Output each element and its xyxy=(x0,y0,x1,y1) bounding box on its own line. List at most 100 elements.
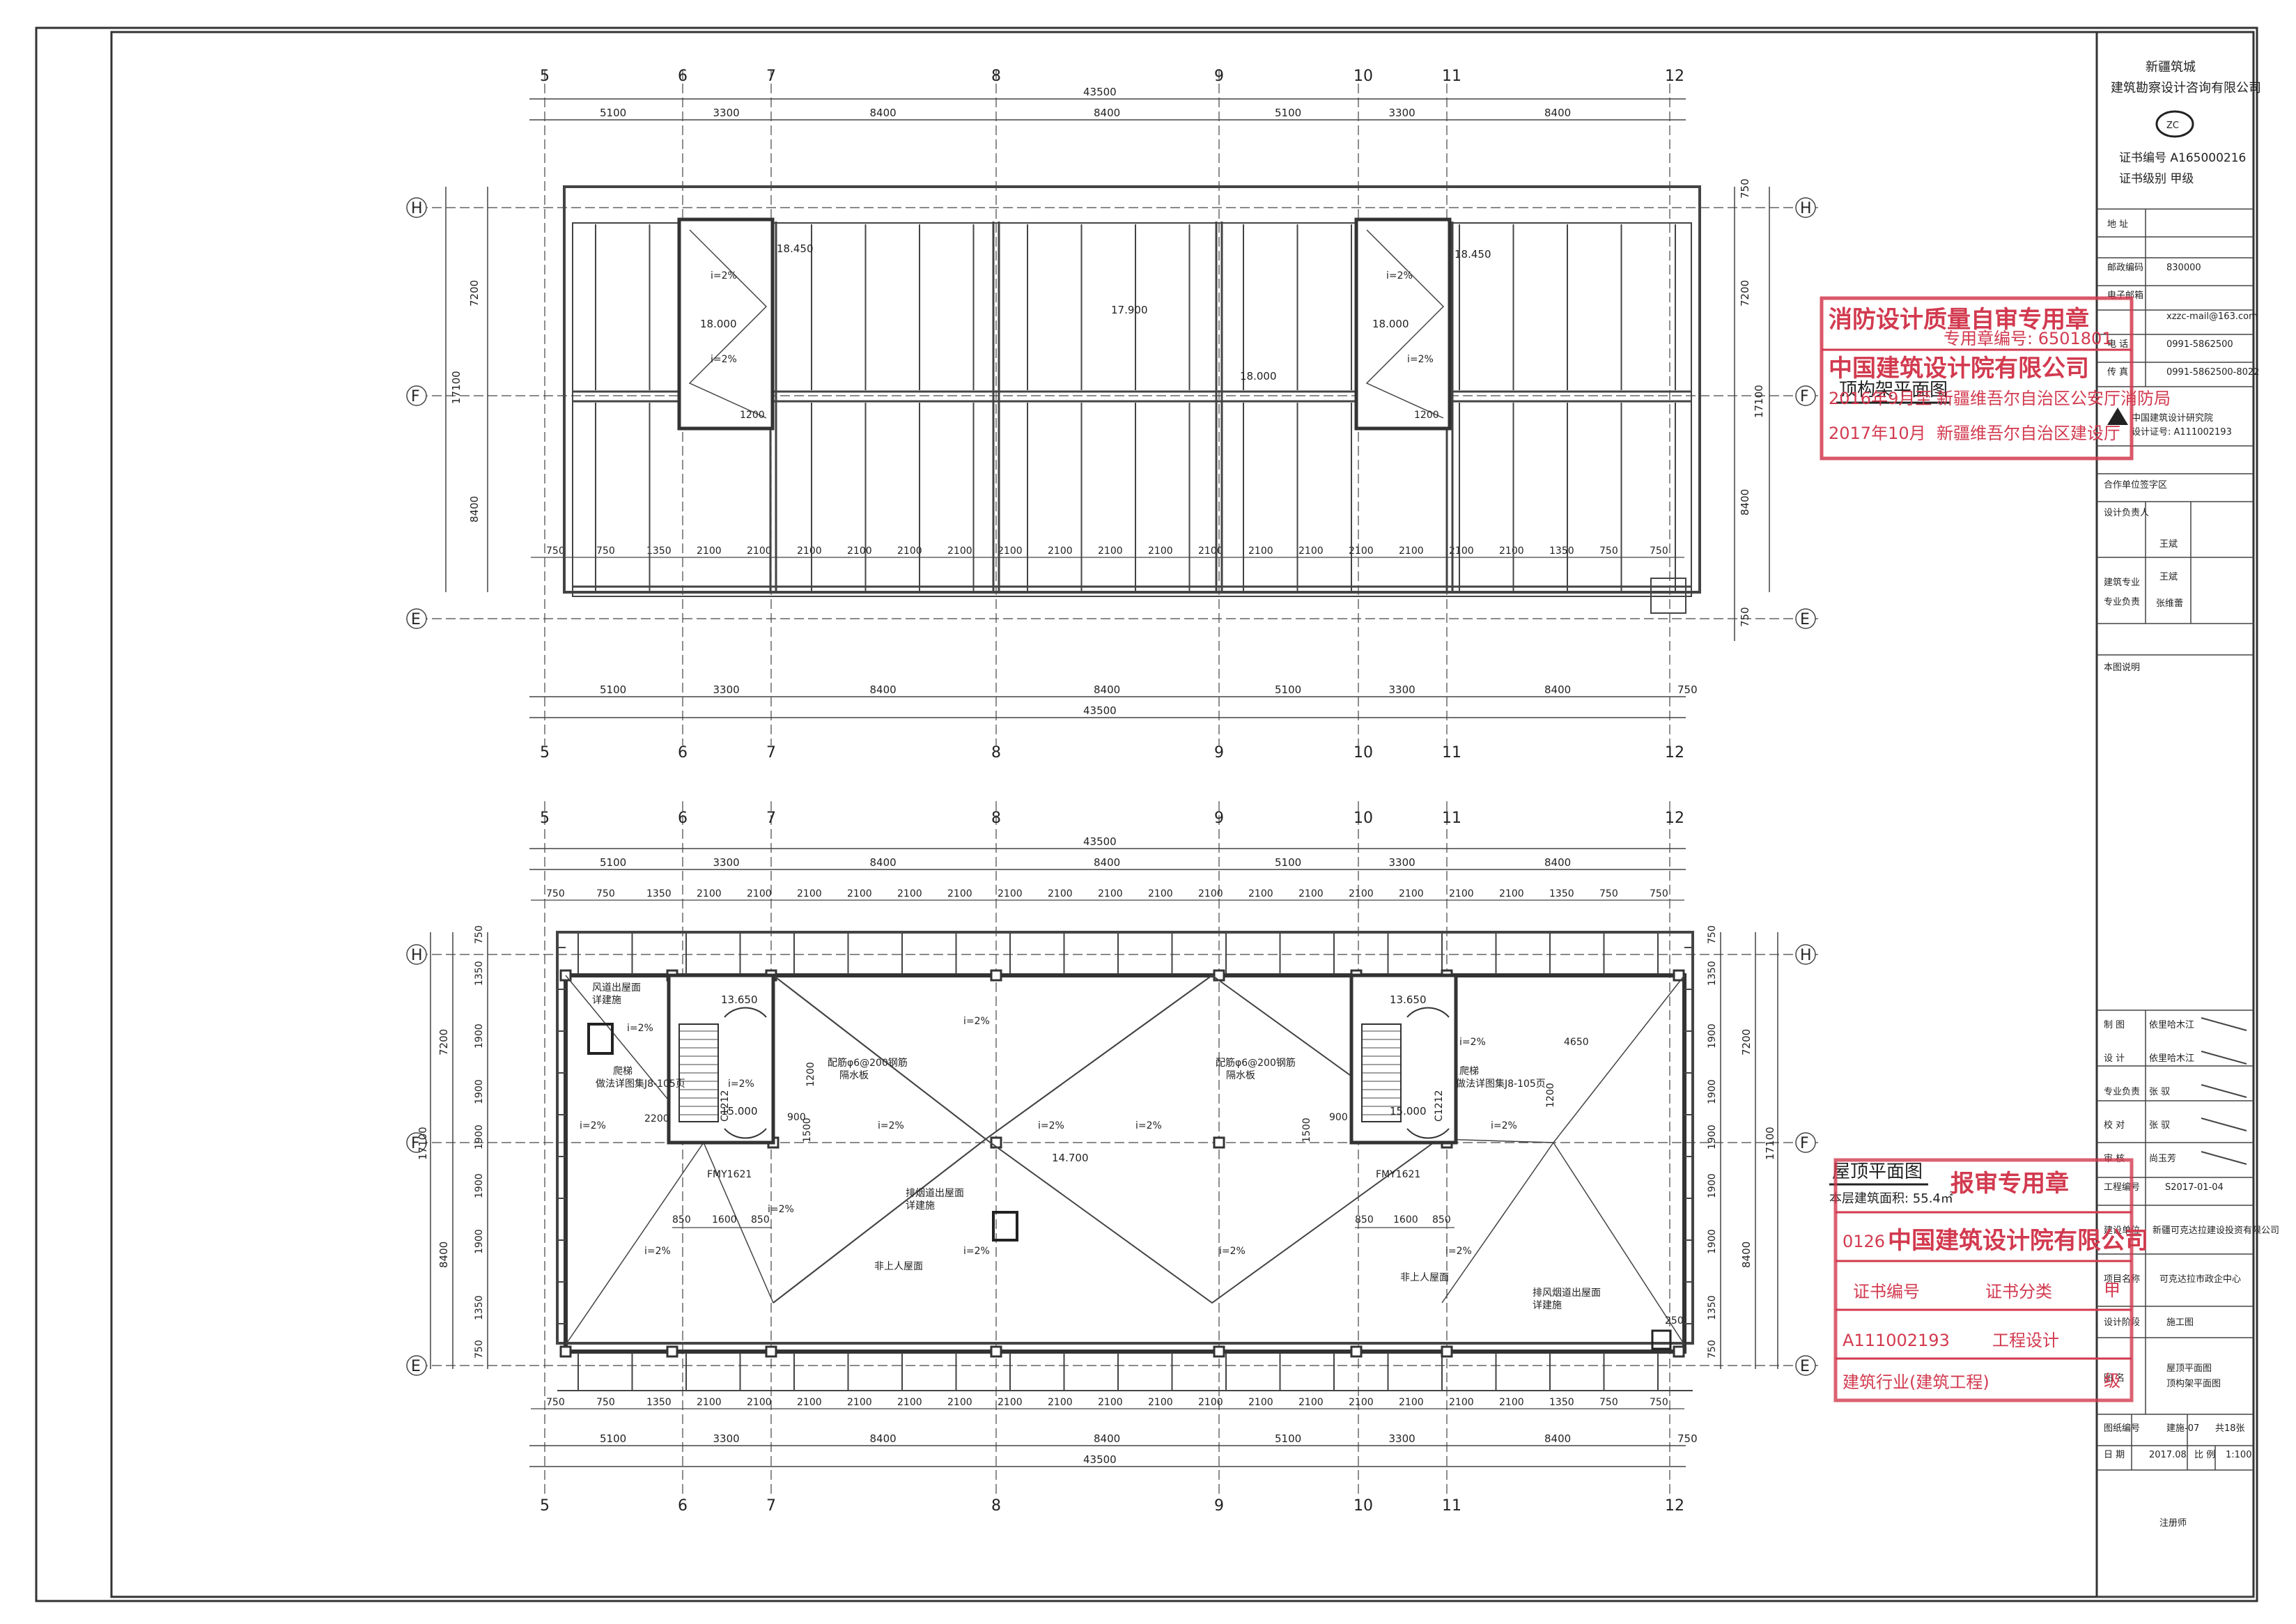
stamp1-frame xyxy=(1820,296,2134,461)
tb-cadi: 中国建筑设计研究院 xyxy=(2132,412,2213,424)
tb-role-0: 制 图 xyxy=(2104,1020,2125,1030)
top-plan-title: 顶构架平面图 xyxy=(1839,380,1948,401)
roof-ridge-lines xyxy=(773,974,1440,1304)
roof-dim-rafter-1-12: 2100 xyxy=(1148,1397,1173,1408)
top-dim-rafter-14: 2100 xyxy=(1248,546,1273,557)
roof-axis-bot-9: 9 xyxy=(1214,1497,1224,1515)
roof-small-d850d: 850 xyxy=(1432,1214,1451,1225)
tb-cadi-logo-icon xyxy=(2107,408,2128,425)
approval-stamps: 消防设计质量自审专用章 专用章编号: 6501801 中国建筑设计院有限公司 2… xyxy=(1820,296,2171,1402)
roof-small-d2200: 2200 xyxy=(644,1113,669,1124)
roof-dim-vtotal: 17100 xyxy=(417,1127,429,1160)
roof-dim-rafter-1-18: 2100 xyxy=(1449,1397,1474,1408)
roof-axis-bot-11: 11 xyxy=(1442,1497,1461,1515)
roof-dim-rafter-0-6: 2100 xyxy=(847,888,872,899)
top-slope-1: i=2% xyxy=(711,270,737,281)
top-dim-vert-r-3: 750 xyxy=(1739,607,1751,627)
tb-signature-2 xyxy=(2201,1084,2247,1098)
roof-parapet xyxy=(564,973,1686,1354)
roof-dim-rafter-1-3: 2100 xyxy=(697,1397,722,1408)
roof-note-ladder2b: 做法详图集J8-105页 xyxy=(1456,1078,1546,1090)
roof-slope-10: i=2% xyxy=(1491,1120,1517,1131)
tb-phase-label: 设计阶段 xyxy=(2104,1317,2140,1328)
top-dim-rafter-13: 2100 xyxy=(1198,546,1223,557)
roof-dim-rafter-1-10: 2100 xyxy=(1048,1397,1073,1408)
top-dim-rafter-8: 2100 xyxy=(947,546,972,557)
roof-slope-1: i=2% xyxy=(627,1023,653,1034)
top-dim-overall: 43500 xyxy=(1083,86,1117,98)
top-dim-rafter-16: 2100 xyxy=(1349,546,1374,557)
roof-dim-rafter-0-19: 2100 xyxy=(1499,888,1524,899)
roof-dim-rafter-0-20: 1350 xyxy=(1549,888,1574,899)
roof-slope-13: i=2% xyxy=(1445,1246,1472,1257)
tb-phone-label: 电 话 xyxy=(2107,339,2128,350)
tb-company1: 新疆筑城 xyxy=(2146,60,2196,75)
tb-rolename-3: 张 驭 xyxy=(2149,1120,2170,1131)
roof-slope-5: i=2% xyxy=(1135,1120,1162,1131)
roof-slope-12: i=2% xyxy=(1219,1246,1246,1257)
stamp1-date1: 2016年9月至 xyxy=(1829,389,1932,408)
roof-dim-vmid-1: 8400 xyxy=(437,1242,450,1268)
top-axis-top-12: 12 xyxy=(1665,68,1684,85)
tb-role-3: 校 对 xyxy=(2104,1120,2125,1131)
roof-column-bot-5 xyxy=(1350,1345,1363,1358)
roof-axis-top-5: 5 xyxy=(540,810,550,827)
roof-note-ladder1b: 做法详图集J8-105页 xyxy=(596,1078,685,1090)
top-dim-bay-6: 8400 xyxy=(1544,107,1571,119)
roof-dim-rafter-1-21: 750 xyxy=(1599,1397,1618,1408)
tb-addr-label: 地 址 xyxy=(2107,219,2128,230)
top-dim-baybot-5: 3300 xyxy=(1389,683,1415,696)
tb-postal-label: 邮政编码 xyxy=(2107,263,2143,273)
top-axis-bot-5: 5 xyxy=(540,744,550,761)
roof-column-top-7 xyxy=(1673,969,1685,982)
top-dim-rafter-21: 750 xyxy=(1599,546,1618,557)
roof-small-d1600a: 1600 xyxy=(712,1214,737,1225)
roof-dim-rafter-1-13: 2100 xyxy=(1198,1397,1223,1408)
roof-dim-rafter-0-16: 2100 xyxy=(1349,888,1374,899)
roof-small-win2: C1212 xyxy=(1434,1090,1445,1122)
top-dim-vert-total-r: 17100 xyxy=(1753,385,1765,418)
roof-vent-right-icon xyxy=(1651,1329,1672,1350)
top-dim-rafter-11: 2100 xyxy=(1098,546,1123,557)
top-axis-top-6: 6 xyxy=(678,68,688,85)
roof-dim-rafter-1-9: 2100 xyxy=(998,1397,1023,1408)
roof-dim-rafter-1-6: 2100 xyxy=(847,1397,872,1408)
roof-dim-vtotal-r: 17100 xyxy=(1764,1127,1776,1160)
top-axis-bot-12: 12 xyxy=(1665,744,1684,761)
tb-company2: 建筑勘察设计咨询有限公司 xyxy=(2111,81,2261,95)
top-axis-bubble-r-H xyxy=(1795,197,1816,218)
roof-dim-vl-3: 1900 xyxy=(474,1079,485,1104)
tb-signature-0 xyxy=(2201,1017,2247,1031)
roof-dim-bay-1: 3300 xyxy=(713,856,740,869)
roof-note-pipe2: 配筋φ6@200钢筋 xyxy=(1216,1057,1296,1069)
roof-dim-baybot-6: 8400 xyxy=(1544,1432,1571,1445)
roof-axis-top-11: 11 xyxy=(1442,810,1461,827)
tb-notes-label: 本图说明 xyxy=(2104,663,2140,673)
top-small-1: 1200 xyxy=(740,410,765,421)
roof-note-pipe1: 配筋φ6@200钢筋 xyxy=(828,1057,908,1069)
roof-note-vent1b: 详建施 xyxy=(592,995,621,1006)
roof-note-nonroof1: 非上人屋面 xyxy=(874,1261,923,1272)
roof-dim-baybot-1: 3300 xyxy=(713,1432,740,1445)
tb-rolename-2: 张 驭 xyxy=(2149,1087,2170,1097)
top-dim-vert-r-1: 7200 xyxy=(1739,280,1751,307)
top-dim-vert-r-2: 8400 xyxy=(1739,489,1751,516)
roof-dim-overall: 43500 xyxy=(1083,835,1117,848)
roof-dim-vr-8: 750 xyxy=(1707,1340,1718,1359)
tb-sheets: 共18张 xyxy=(2215,1423,2245,1434)
roof-dim-rafter-1-14: 2100 xyxy=(1248,1397,1273,1408)
tb-rolename-0: 依里哈木江 xyxy=(2149,1020,2194,1030)
tb-proj-no: S2017-01-04 xyxy=(2165,1182,2224,1193)
roof-dim-vmidr-1: 8400 xyxy=(1740,1242,1753,1268)
top-dim-bay-5: 3300 xyxy=(1389,107,1415,119)
top-axis-bubble-r-E xyxy=(1795,608,1816,629)
roof-small-d4650: 4650 xyxy=(1564,1037,1589,1048)
tb-drawing2: 顶构架平面图 xyxy=(2166,1379,2221,1389)
roof-elev-4: 13.650 xyxy=(1390,993,1427,1006)
tb-phone: 0991-5862500 xyxy=(2166,339,2233,350)
tb-proj: 可克达拉市政企中心 xyxy=(2159,1274,2241,1285)
roof-axis-left-F: F xyxy=(411,1135,420,1152)
tb-fax: 0991-5862500-8022 xyxy=(2166,367,2259,378)
roof-dim-rafter-0-8: 2100 xyxy=(947,888,972,899)
